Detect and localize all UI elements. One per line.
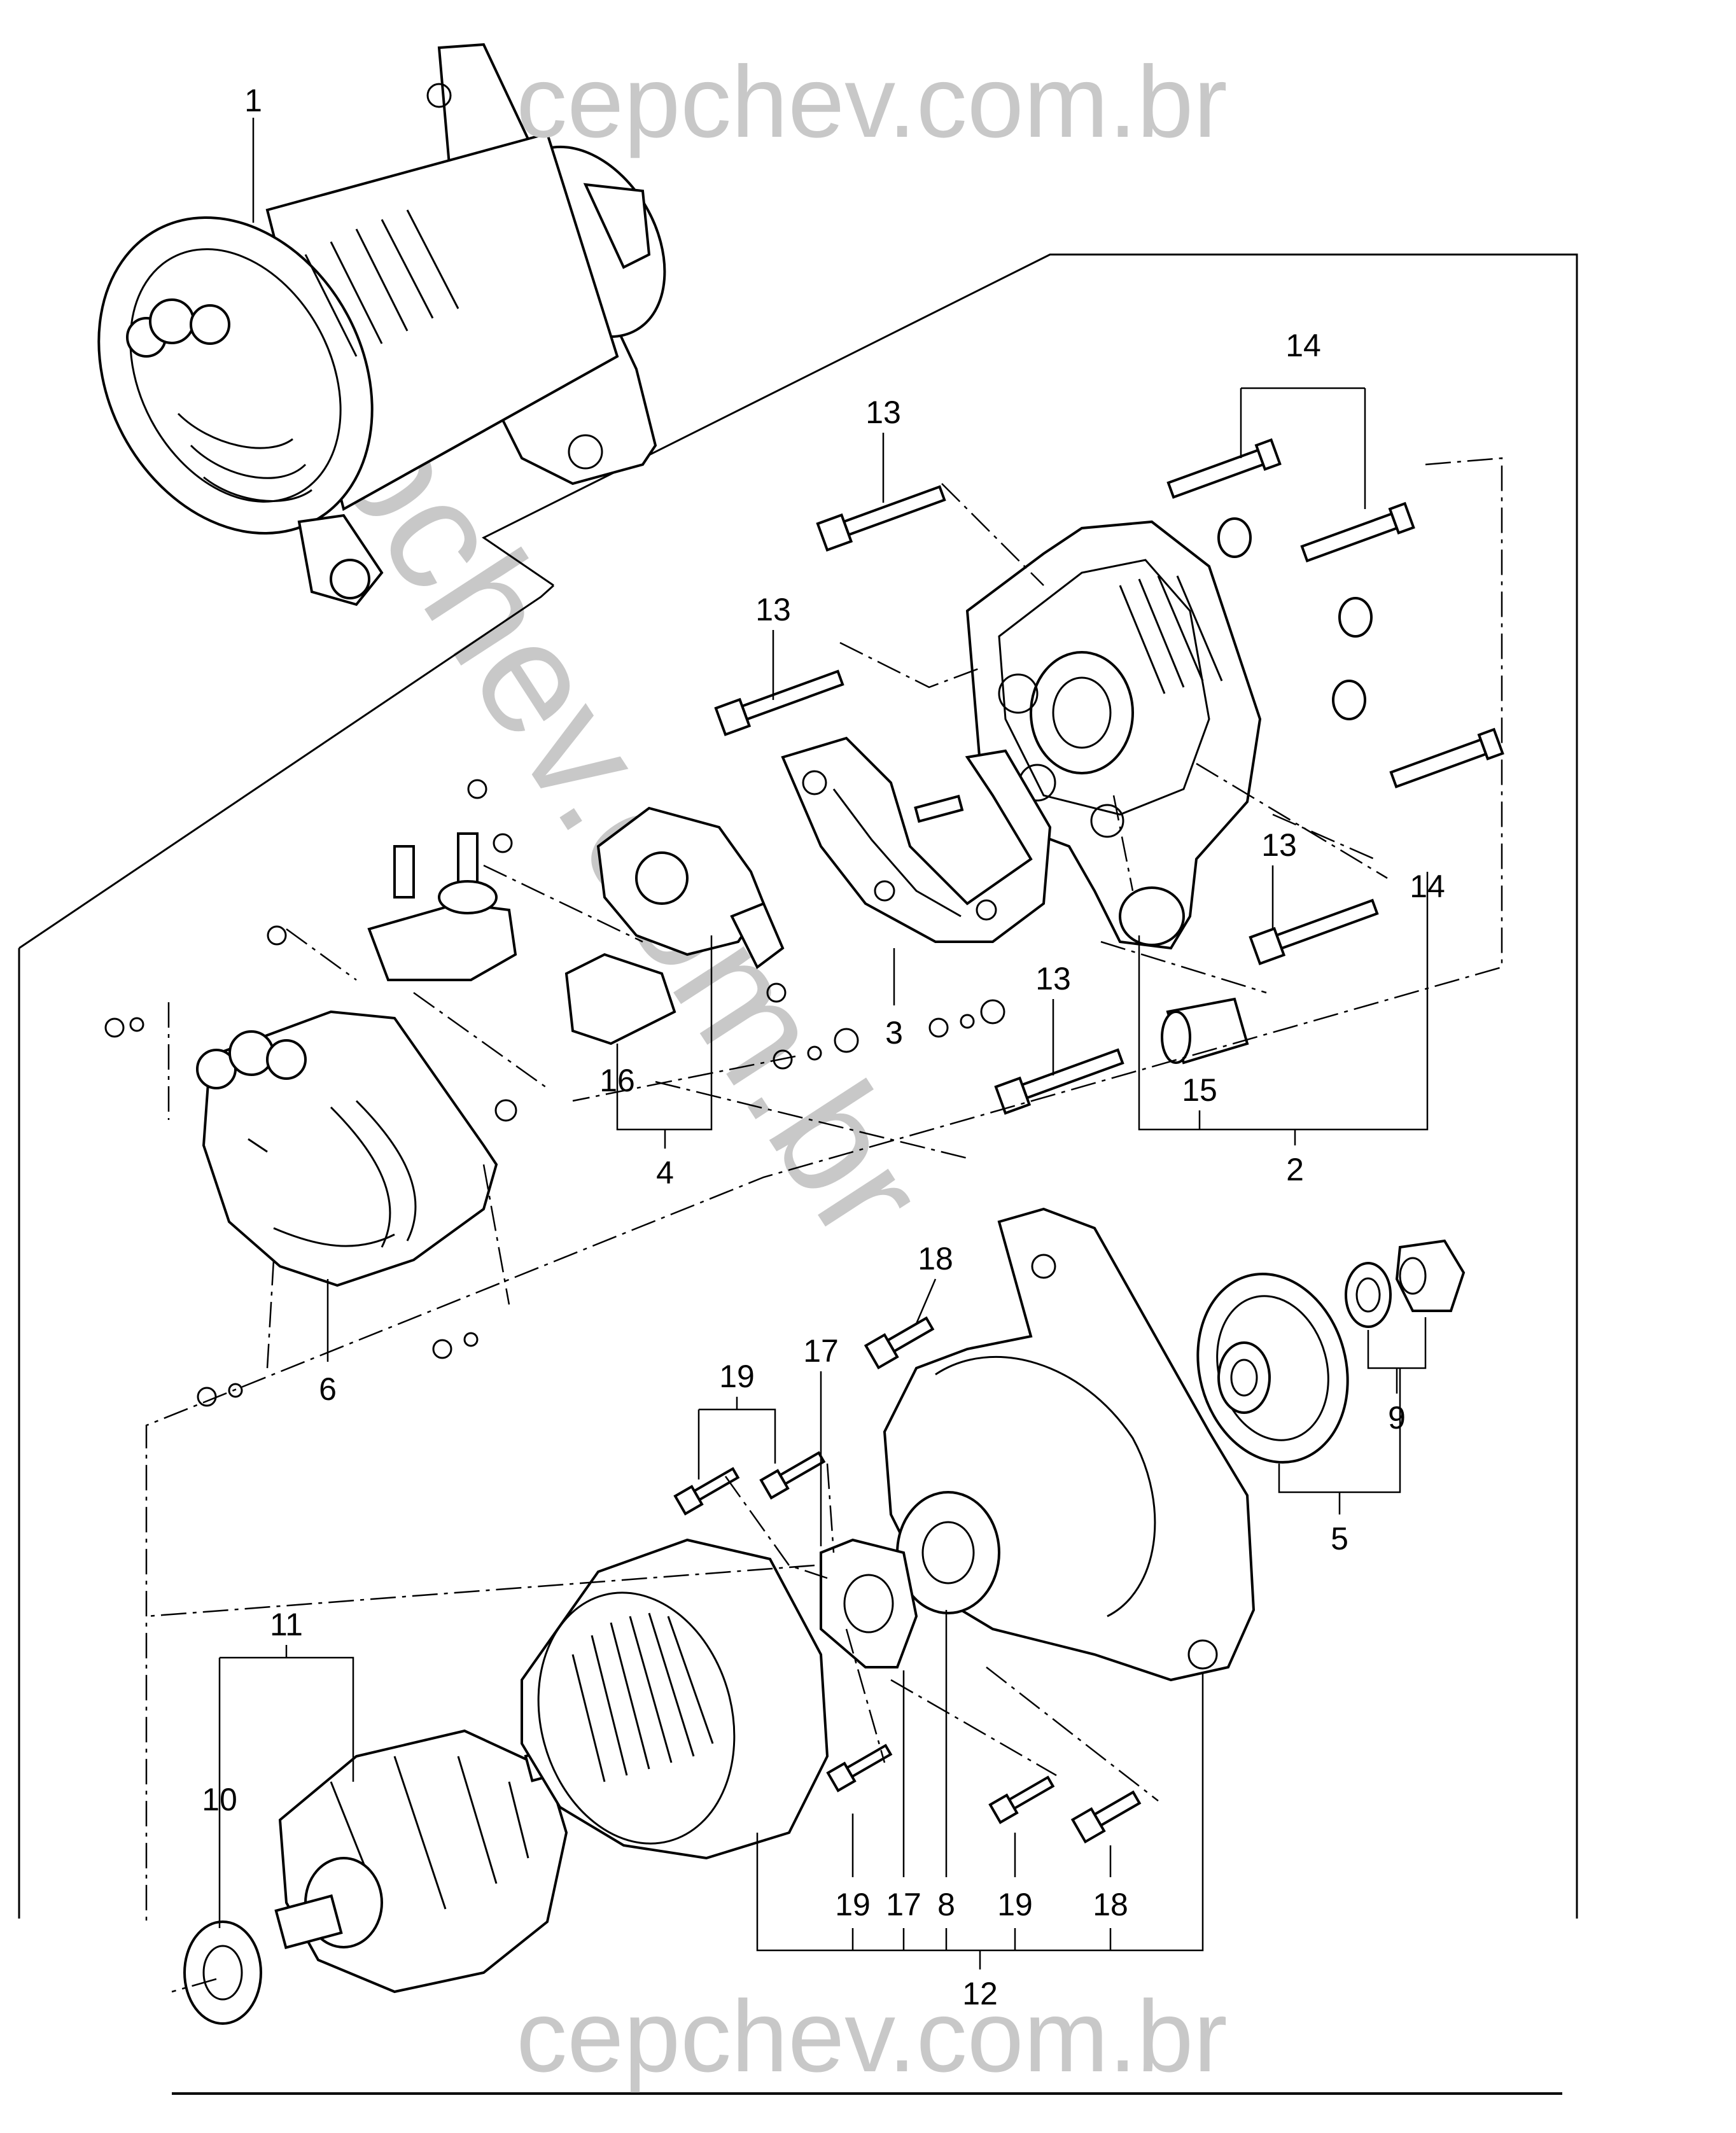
pulley (1196, 1273, 1349, 1464)
callout-14a: 14 (1285, 328, 1321, 363)
callout-8: 8 (937, 1887, 955, 1922)
leader-lines (218, 118, 1429, 1969)
alternator-assembly (97, 43, 666, 606)
callout-17b: 17 (886, 1887, 921, 1922)
front-housing (883, 1207, 1256, 1682)
callout-13a: 13 (865, 395, 901, 430)
exploded-view-frame (18, 253, 1578, 1919)
stator (521, 1538, 829, 1860)
callout-1: 1 (244, 83, 262, 118)
bearing-retainer-plate (820, 1538, 918, 1668)
callout-19b: 19 (835, 1887, 871, 1922)
callout-12: 12 (962, 1976, 998, 2011)
terminal-block (367, 832, 517, 981)
rotor (274, 1729, 577, 1994)
callout-4: 4 (656, 1155, 674, 1191)
assembly-lines (145, 457, 1503, 1993)
callout-9: 9 (1388, 1400, 1406, 1436)
brush-holder-regulator (564, 806, 785, 1046)
callout-labels: 1 14 13 13 13 14 13 13 16 3 15 4 2 6 18 … (202, 83, 1445, 2011)
callout-16: 16 (599, 1063, 635, 1098)
washer-and-nut (1345, 1239, 1466, 1328)
callout-14b: 14 (1410, 869, 1445, 904)
rear-cover (196, 1010, 498, 1287)
callout-19a: 19 (719, 1359, 755, 1394)
callout-3: 3 (885, 1015, 903, 1051)
callout-15: 15 (1182, 1072, 1217, 1108)
watermark-bottom: cepchev.com.br (516, 1979, 1228, 2093)
callout-17a: 17 (803, 1333, 839, 1369)
callout-13d: 13 (1035, 961, 1071, 997)
rear-bearing (183, 1920, 262, 2025)
rectifier-plate (781, 736, 1052, 943)
callout-13b: 13 (755, 592, 791, 627)
bushing (1161, 997, 1249, 1065)
watermark-top: cepchev.com.br (516, 45, 1228, 158)
callout-5: 5 (1331, 1521, 1348, 1556)
small-fasteners (104, 779, 1005, 1407)
callout-10: 10 (202, 1782, 237, 1817)
callout-2: 2 (1286, 1152, 1304, 1187)
callout-18a: 18 (918, 1241, 953, 1276)
callout-6: 6 (319, 1371, 337, 1407)
callout-11: 11 (270, 1607, 303, 1642)
bolts-14-and-13 (714, 438, 1504, 1115)
callout-19c: 19 (997, 1887, 1033, 1922)
callout-18b: 18 (1093, 1887, 1128, 1922)
rear-housing (965, 520, 1262, 950)
callout-13c: 13 (1261, 827, 1297, 863)
